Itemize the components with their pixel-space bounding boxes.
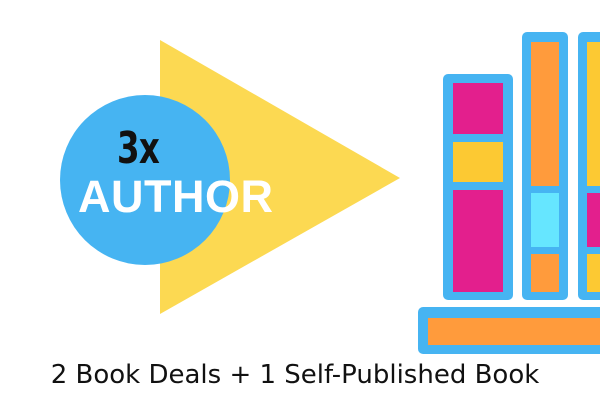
caption: 2 Book Deals + 1 Self-Published Book	[50, 360, 540, 390]
badge-label: AUTHOR	[78, 171, 274, 222]
bookshelf-icon	[418, 32, 600, 354]
arrow-triangle-icon	[160, 40, 400, 314]
circle-badge	[60, 95, 230, 265]
badge-count: 3x	[117, 123, 160, 174]
